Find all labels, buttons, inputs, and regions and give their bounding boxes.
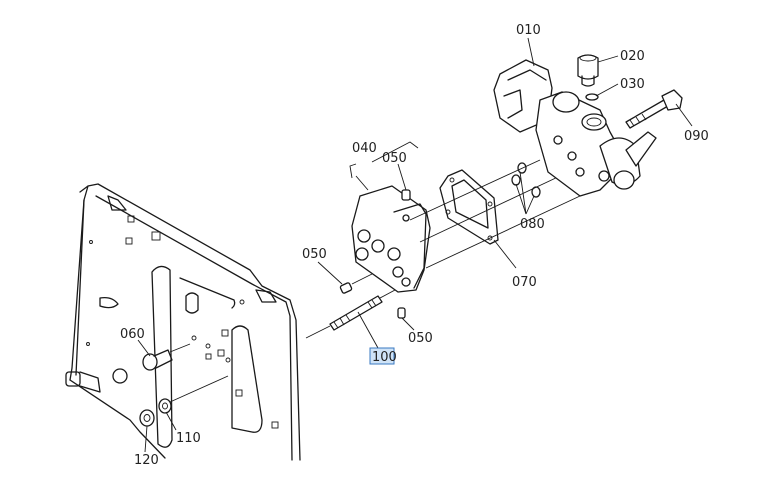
valve-assembly-010[interactable]	[493, 59, 657, 197]
label-110[interactable]: 110	[176, 431, 201, 446]
leader-lines	[137, 37, 693, 453]
label-010[interactable]: 010	[516, 23, 541, 38]
label-050-bottom[interactable]: 050	[408, 331, 433, 346]
gasket-070[interactable]	[439, 169, 499, 245]
bolt-060[interactable]	[142, 343, 191, 371]
o-ring-030[interactable]	[585, 93, 599, 101]
label-050-top[interactable]: 050	[382, 151, 407, 166]
label-080[interactable]: 080	[520, 217, 545, 232]
label-030[interactable]: 030	[620, 77, 645, 92]
washer-110[interactable]	[158, 375, 229, 414]
label-020[interactable]: 020	[620, 49, 645, 64]
label-120[interactable]: 120	[134, 453, 159, 468]
label-050-left[interactable]: 050	[302, 247, 327, 262]
set-screw-050-top[interactable]	[401, 189, 411, 201]
label-040[interactable]: 040	[352, 141, 377, 156]
label-060[interactable]: 060	[120, 327, 145, 342]
label-070[interactable]: 070	[512, 275, 537, 290]
stud-100[interactable]	[305, 281, 411, 339]
bolt-090[interactable]	[625, 89, 683, 129]
label-100[interactable]: 100	[372, 350, 397, 365]
set-screw-050-bottom[interactable]	[397, 307, 406, 319]
plug-020[interactable]	[577, 54, 599, 87]
label-090[interactable]: 090	[684, 129, 709, 144]
valve-body-040[interactable]	[349, 141, 431, 293]
nut-120[interactable]	[139, 409, 155, 427]
set-screw-050-left[interactable]	[339, 273, 373, 294]
label-100-selected[interactable]: 100	[369, 347, 397, 365]
mounting-plate[interactable]	[65, 183, 301, 461]
